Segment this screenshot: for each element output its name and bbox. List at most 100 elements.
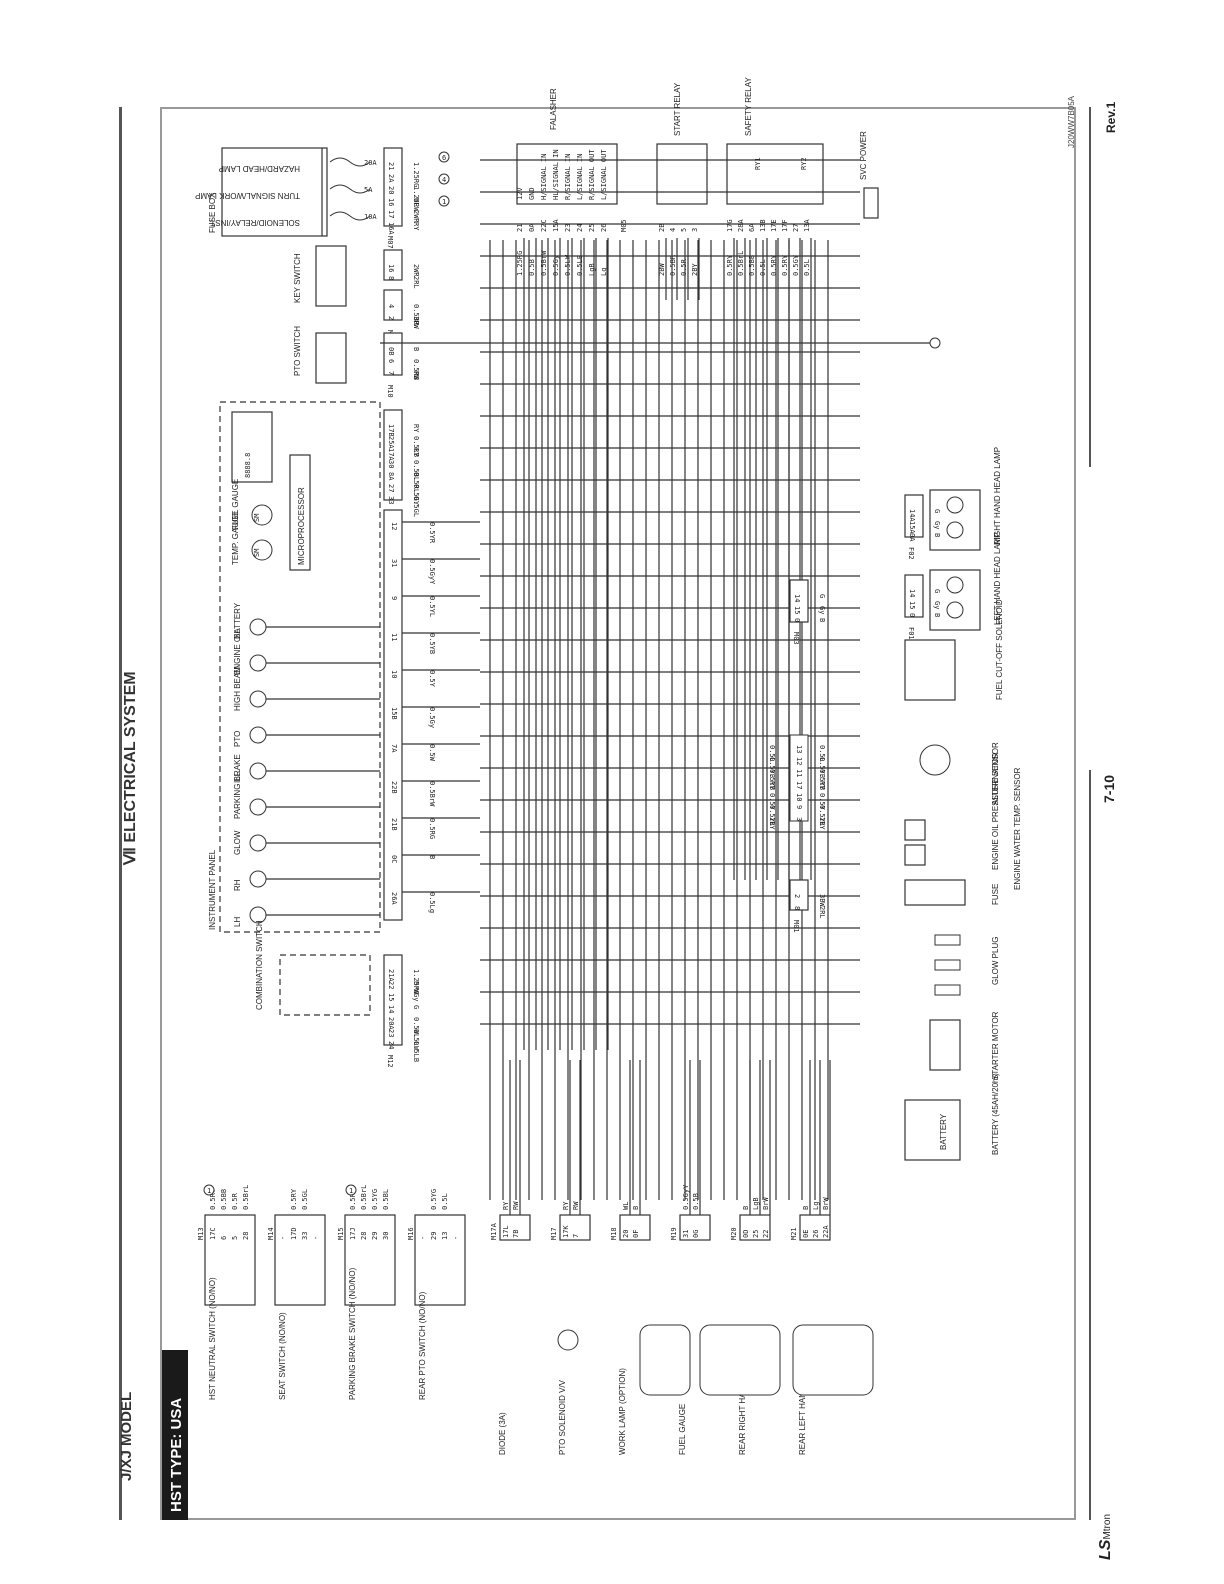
wire-code: 0.5BrW [428,781,436,807]
indicator-label: ILL. [233,770,242,783]
gauge-symbol [251,539,273,561]
connector-M09A [383,289,403,321]
wire-code: BrW [762,1197,770,1210]
wire-code: Gy [818,606,826,614]
key-switch-label: KEY SWITCH [293,253,302,303]
connector-M11 [383,509,403,921]
wire-code: RY [562,1201,570,1210]
connector-id: M15 [337,1227,345,1240]
pin-label: 0E [802,1230,810,1238]
pin-label: - [279,1236,287,1240]
switch-label: PARKING BRAKE SWITCH (NO/NO) [348,1267,357,1400]
relay-pin: 2B [658,224,666,232]
wire-code: 0.5RG [428,818,436,839]
bulb-icon [946,496,964,514]
pin-label: 20 [387,186,395,194]
connector-id: M07 [386,236,394,249]
wire-code: 0.5Gy [428,707,436,728]
flasher-function: R/SIGNAL IN [564,154,572,200]
wire-code: 0.5BL [382,1189,390,1210]
relay-wire: 0.5BrL [737,251,745,276]
wire-code: 0.5RB [412,359,420,380]
connector-id: M19 [670,1227,678,1240]
flasher-function: L/SIGNAL OUT [600,149,608,200]
wire-code: 0.5GY [412,484,420,506]
wire-code: 0.5GyY [682,1184,690,1210]
pin-label: 17L [502,1225,510,1238]
ref-number: 4 [442,176,446,184]
wire-code: 0.5LB [412,436,420,457]
wire-code: 0.5YG [371,1189,379,1210]
load-M17A [499,1214,531,1241]
hour-meter-display [231,411,273,483]
wire-code: 0.5Lg [428,892,436,913]
wire-code: RW [572,1201,580,1210]
flasher-wire: 0.5Gy [552,255,560,276]
flasher-pin: 24 [576,224,584,232]
connector-id: M12 [386,1055,394,1068]
gauge-sm: SM [253,514,261,522]
pin-label: 17 [387,210,395,218]
pin-label: 22 [387,981,395,989]
pin-label: 3 [795,817,803,821]
wire-code: 0.5YB [768,757,776,778]
wire-code: WL [412,198,420,206]
relay-pin: 6A [748,223,756,232]
pin-label: 12 [390,522,398,530]
flasher-wire: LgB [588,263,596,276]
pin-label: 17D [290,1227,298,1240]
wire-code: 1.25RW [412,186,420,212]
wire-code: B [802,1206,810,1210]
svc-power-connector [863,187,879,219]
safety-relay-box [726,143,824,205]
pin-label: 0A [908,533,916,542]
pin-label: 16 [387,198,395,206]
relay-wire: 0.5BR [669,254,677,276]
load-M21 [799,1214,831,1241]
flasher-connector: M05 [620,219,628,232]
indicator-label: BATTERY [233,602,242,639]
wire-code: 0.5YL [768,805,776,826]
connector-id: M17A [490,1222,498,1240]
pin-label: 17K [562,1225,570,1238]
pin-label: 0 [908,613,916,617]
fuse-label: TURN SIGNAL/WORK LAMP [195,191,300,200]
wire-code: 2WR [412,210,420,223]
pin-label: 15A [908,521,916,534]
wire-code: 0.5YR [428,522,436,544]
fuse-40a [904,879,966,906]
switch-label: SEAT SWITCH (NO/NO) [278,1312,287,1400]
wire-code: B [818,618,826,622]
indicator-lamp [249,762,267,780]
fuse-icon [329,211,371,221]
connector-id: M16 [407,1227,415,1240]
relay-pin: 13A [803,219,811,232]
load-M18 [619,1214,651,1241]
flasher-wire: 0.5BrW [540,250,548,276]
wire-code: 0.5L [818,745,826,762]
wire-code: 0.5WL [412,1017,420,1038]
fuse-label: SOLENOID/RELAY/INST. [209,218,300,227]
pin-label: 15 [793,606,801,614]
fuel-cutoff-solenoid [904,639,956,701]
pin-label: 0F [632,1230,640,1238]
fuse-icon [329,157,371,167]
oil-sensor-connector [904,819,926,841]
pin-label: 17 [795,781,803,789]
indicator-label: PARKING BRAKE [233,754,242,819]
wire-code: WL [622,1202,630,1210]
fuse-box [221,147,328,237]
relay-name: RY2 [800,157,808,170]
battery-label: BATTERY (45AH/20hr) [991,1073,1000,1155]
wire-code: G [412,1005,420,1009]
load-M17 [559,1214,591,1241]
wire-code: 0.5YL [818,805,826,826]
ref-circle [438,173,450,185]
load-M20 [739,1214,771,1241]
wire-code: B [933,613,941,617]
connector-id: M14 [267,1227,275,1240]
indicator-lamp [249,834,267,852]
indicator-label: LH [233,917,242,927]
wire-code: Gy [933,521,941,529]
flasher-pin: 0A [528,223,536,232]
